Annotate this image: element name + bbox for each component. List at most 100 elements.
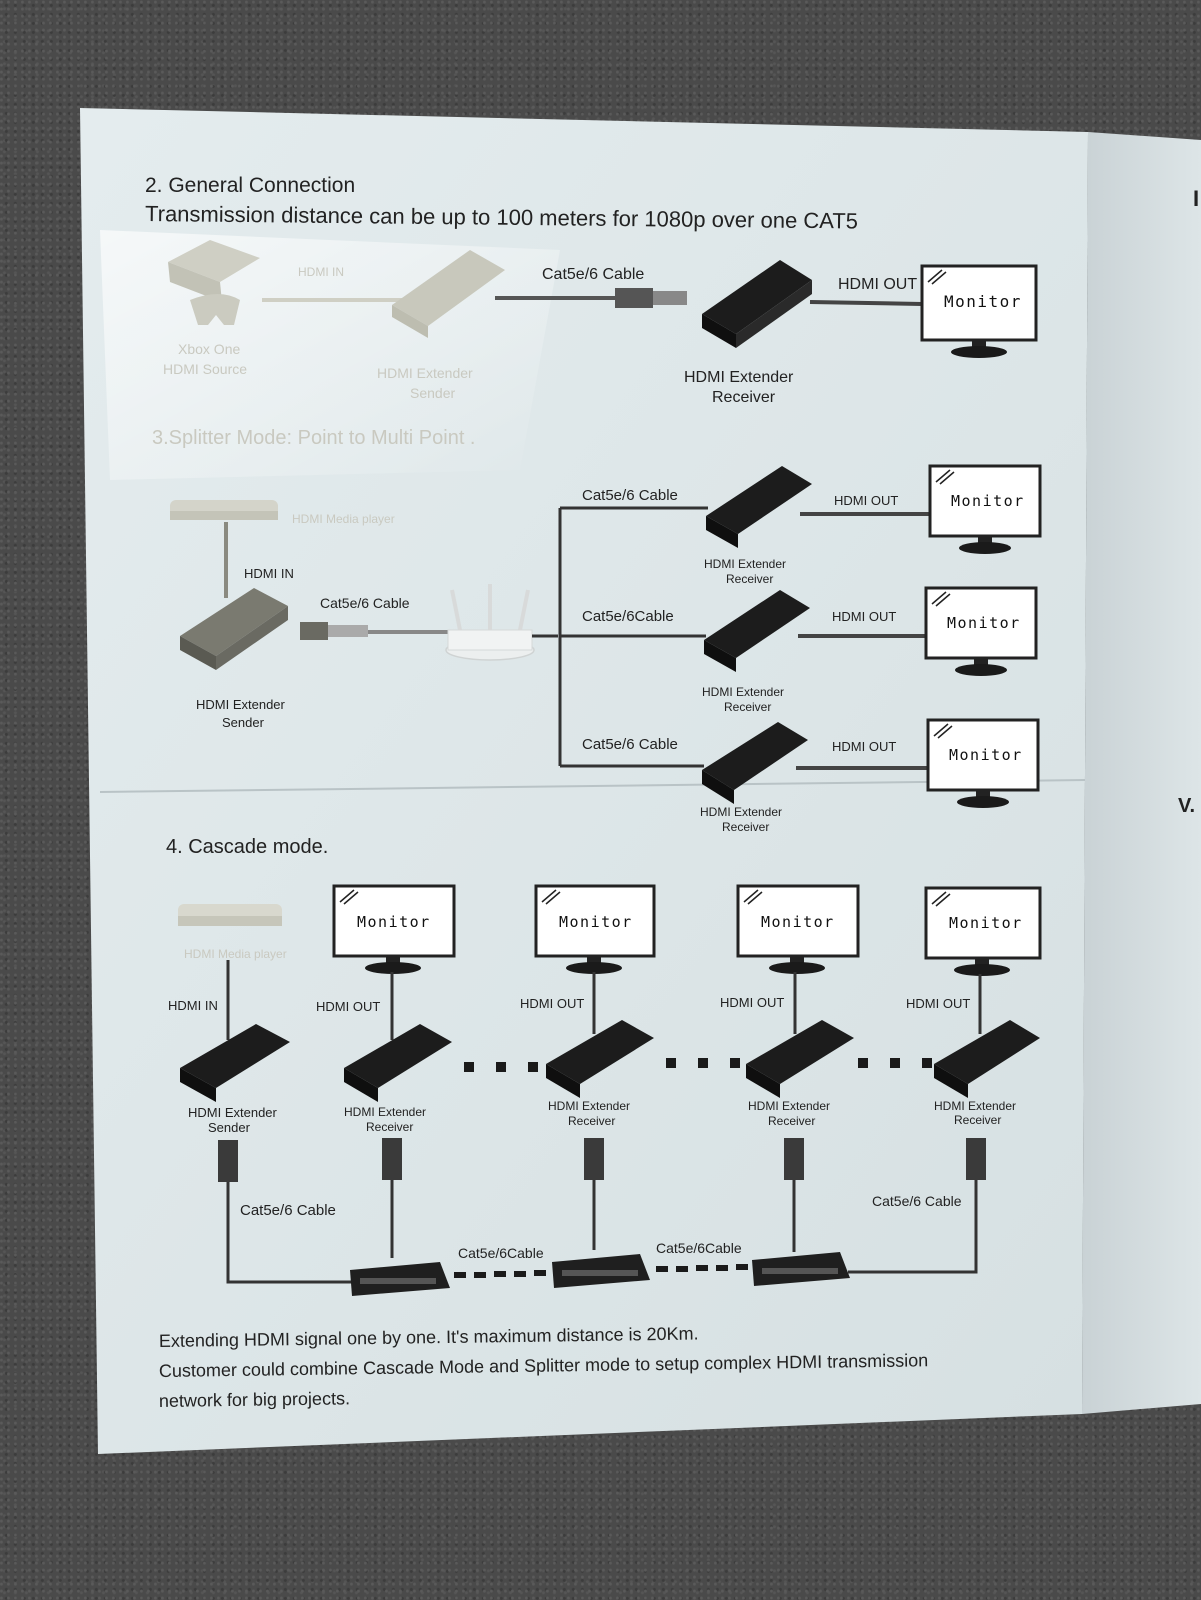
hdmi-out-label: HDMI OUT [906,996,970,1011]
switch-cable-label-2: Cat5e/6Cable [656,1240,742,1256]
rj45-plug-icon [966,1138,986,1180]
branch-cable-label: Cat5e/6Cable [582,608,674,625]
monitor-label: Monitor [947,614,1021,632]
network-switch-icon-3 [752,1252,850,1286]
game-console-icon [168,240,260,325]
cat-cable-label-cascade-sender: Cat5e/6 Cable [240,1202,336,1219]
receiver-label-1: HDMI Extender [344,1105,426,1119]
receiver-label-2: Receiver [726,572,773,586]
splitter-title: 3.Splitter Mode: Point to Multi Point . [152,427,476,449]
monitor-label: Monitor [949,746,1023,764]
extender-receiver-icon [344,1024,452,1088]
monitor-icon [924,886,1042,960]
media-player-icon-cascade [178,904,282,926]
splitter-branch-2: Cat5e/6Cable HDMI Extender Receiver HDMI… [560,586,1038,714]
cat-cable-label-general: Cat5e/6 Cable [542,266,644,283]
receiver-label-2: Receiver [722,820,769,834]
cat-cable-label-splitter-in: Cat5e/6 Cable [320,595,410,611]
monitor-icon [534,884,656,958]
rj45-plug-icon [382,1138,402,1180]
cascade-continuation-dots [464,1058,932,1072]
hdmi-out-label: HDMI OUT [832,609,896,624]
monitor-icon [928,464,1042,538]
monitor-icon [924,586,1038,660]
general-title: 2. General Connection [145,174,355,197]
sender-label-general-1: HDMI Extender [377,365,473,381]
extender-receiver-icon [704,590,810,658]
monitor-icon [332,884,456,958]
monitor-label-general: Monitor [944,292,1022,311]
splitter-branch-3: Cat5e/6 Cable HDMI Extender Receiver HDM… [560,718,1040,834]
hdmi-in-label-cascade: HDMI IN [168,998,218,1013]
branch-cable-label: Cat5e/6 Cable [582,736,678,753]
hdmi-out-label: HDMI OUT [832,739,896,754]
rj45-plug-icon [584,1138,604,1180]
receiver-label-2: Receiver [724,700,771,714]
monitor-label: Monitor [949,914,1023,932]
receiver-label-1: HDMI Extender [704,557,786,571]
cat-cable-cascade-sender [226,1182,352,1284]
cascade-unit-3: Monitor HDMI OUT HDMI Extender Receiver [720,884,860,1252]
receiver-label-1: HDMI Extender [748,1099,830,1113]
source-label-1: Xbox One [178,341,240,357]
hdmi-out-label: HDMI OUT [834,493,898,508]
hdmi-cable-label-general: HDMI IN [298,265,344,279]
cascade-unit-1: Monitor HDMI OUT HDMI Extender Receiver [316,884,456,1258]
monitor-icon-general [920,264,1038,358]
hdmi-out-label: HDMI OUT [520,996,584,1011]
extender-sender-icon-cascade [180,1024,290,1102]
branch-cable-label: Cat5e/6 Cable [582,487,678,504]
sender-label-cascade-2: Sender [208,1120,251,1135]
router-icon [445,584,535,661]
hdmi-in-label-splitter: HDMI IN [244,566,294,581]
sender-label-splitter-1: HDMI Extender [196,697,286,712]
hdmi-out-label: HDMI OUT [720,995,784,1010]
right-page-mark-mid: V. [1178,795,1195,817]
source-label-2: HDMI Source [163,361,247,377]
receiver-label-general-1: HDMI Extender [684,369,794,386]
media-player-label-cascade: HDMI Media player [184,947,287,961]
monitor-label: Monitor [559,913,633,931]
network-switch-icon-2 [552,1254,650,1288]
paper-fold-line [99,779,1086,793]
switch-link-dashes [454,1264,748,1278]
cascade-title: 4. Cascade mode. [166,836,328,858]
sender-label-cascade-1: HDMI Extender [188,1105,278,1120]
extender-receiver-icon [746,1020,854,1084]
switch-cable-label-1: Cat5e/6Cable [458,1245,544,1261]
cascade-unit-4: Monitor HDMI OUT HDMI Extender Receiver … [848,886,1042,1274]
hdmi-out-cable-general [809,300,923,306]
rj45-contacts-splitter [328,625,368,637]
media-player-label-splitter: HDMI Media player [292,512,395,526]
rj45-plug-icon-splitter [300,622,328,640]
sender-label-general-2: Sender [410,385,455,401]
extender-receiver-icon [702,722,808,790]
rj45-plug-icon [784,1138,804,1180]
rj45-plug-icon-general [615,288,653,308]
monitor-icon [736,884,860,958]
sender-label-splitter-2: Sender [222,715,265,730]
rj45-plug-icon-sender [218,1140,238,1182]
paper-sheet-right [1082,132,1201,1414]
splitter-branch-1: Cat5e/6 Cable HDMI Extender Receiver HDM… [560,464,1042,586]
receiver-label-1: HDMI Extender [702,685,784,699]
last-cable-label: Cat5e/6 Cable [872,1193,962,1209]
network-switch-icon-1 [350,1262,450,1296]
monitor-label: Monitor [357,913,431,931]
extender-sender-icon-general [392,250,505,338]
media-player-icon-splitter [170,500,278,520]
footer-line-3: network for big projects. [159,1388,350,1411]
rj45-contacts [653,291,687,305]
receiver-label-1: HDMI Extender [700,805,782,819]
cascade-unit-2: Monitor HDMI OUT HDMI Extender Receiver [520,884,656,1250]
receiver-label-2: Receiver [768,1114,815,1128]
monitor-label: Monitor [951,492,1025,510]
receiver-label-general-2: Receiver [712,389,776,406]
monitor-label: Monitor [761,913,835,931]
right-page-mark-top: I [1193,186,1199,211]
extender-receiver-icon [934,1020,1040,1084]
receiver-label-2: Receiver [954,1113,1001,1127]
hdmi-out-label: HDMI OUT [316,999,380,1014]
hdmi-out-label-general: HDMI OUT [838,276,917,293]
